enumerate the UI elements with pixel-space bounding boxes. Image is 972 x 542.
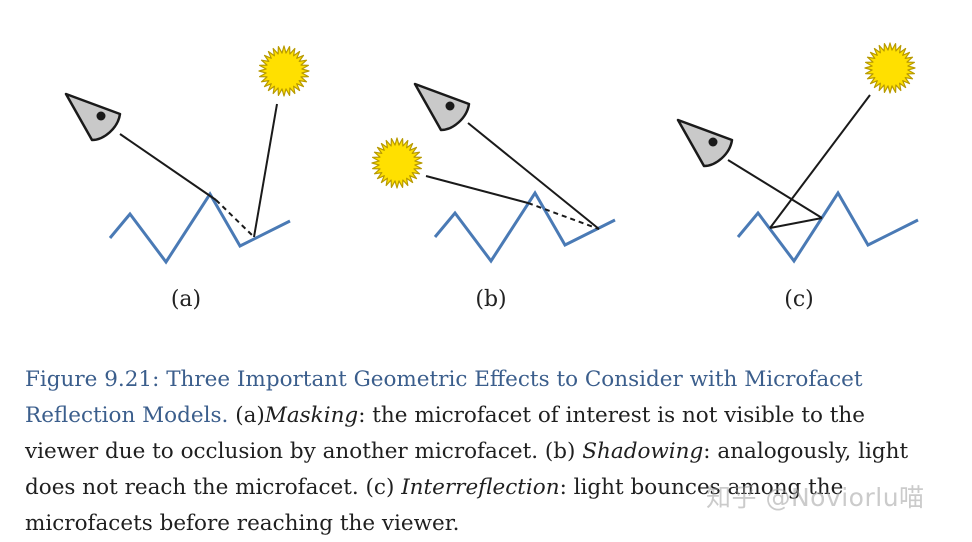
view-ray-a <box>119 133 217 201</box>
caption-line-5: microfacets before reaching the viewer. <box>25 506 965 542</box>
caption-term-masking: Masking <box>264 403 359 428</box>
caption-line-1: Figure 9.21: Three Important Geometric E… <box>25 362 965 398</box>
panel-label-a: (a) <box>170 287 202 312</box>
caption-line-2: Reflection Models. (a)Masking: the micro… <box>25 398 965 434</box>
bounce-ray-c <box>769 217 823 229</box>
panel-a-diagram <box>64 45 310 265</box>
caption-line-4: does not reach the microfacet. (c) Inter… <box>25 470 965 506</box>
caption-line-3: viewer due to occlusion by another micro… <box>25 434 965 470</box>
caption-title-end: Reflection Models. <box>25 403 229 428</box>
caption-line-4-text: does not reach the microfacet. (c) <box>25 475 395 500</box>
view-ray-c <box>727 159 823 219</box>
panel-b-diagram <box>371 82 616 264</box>
caption-title: Figure 9.21: Three Important Geometric E… <box>25 367 863 392</box>
caption-part-b-text: : analogously, light <box>703 439 909 464</box>
caption-term-shadowing: Shadowing <box>582 439 704 464</box>
caption-part-c-text: : light bounces among the <box>559 475 844 500</box>
sun-icon <box>864 42 916 94</box>
microfacet-surface-a <box>108 191 291 265</box>
caption-part-a-label: (a) <box>235 403 265 428</box>
light-ray-c <box>769 94 871 229</box>
sun-icon <box>258 45 310 97</box>
sun-icon <box>371 137 423 189</box>
caption-part-a-text: : the microfacet of interest is not visi… <box>358 403 865 428</box>
light-ray-a <box>253 103 278 238</box>
microfacet-surface-c <box>736 190 919 264</box>
panel-c-diagram <box>676 42 919 264</box>
view-ray-b <box>467 122 600 230</box>
eye-icon <box>413 82 471 132</box>
shadowed-light-ray-b <box>527 202 600 230</box>
microfacet-surface-b <box>433 190 616 264</box>
watermark: 知乎 @Noviorlu喵 <box>706 483 925 512</box>
eye-icon <box>676 118 734 168</box>
caption-line-5-text: microfacets before reaching the viewer. <box>25 511 460 536</box>
panel-label-c: (c) <box>784 287 814 312</box>
light-ray-b <box>425 175 529 204</box>
caption-term-interreflection: Interreflection <box>401 475 560 500</box>
figure-caption: Figure 9.21: Three Important Geometric E… <box>25 362 965 542</box>
figure-illustration <box>64 42 919 265</box>
caption-line-3-text: viewer due to occlusion by another micro… <box>25 439 576 464</box>
panel-label-b: (b) <box>475 287 507 312</box>
eye-icon <box>64 92 122 142</box>
occluded-view-ray-a <box>215 199 255 238</box>
